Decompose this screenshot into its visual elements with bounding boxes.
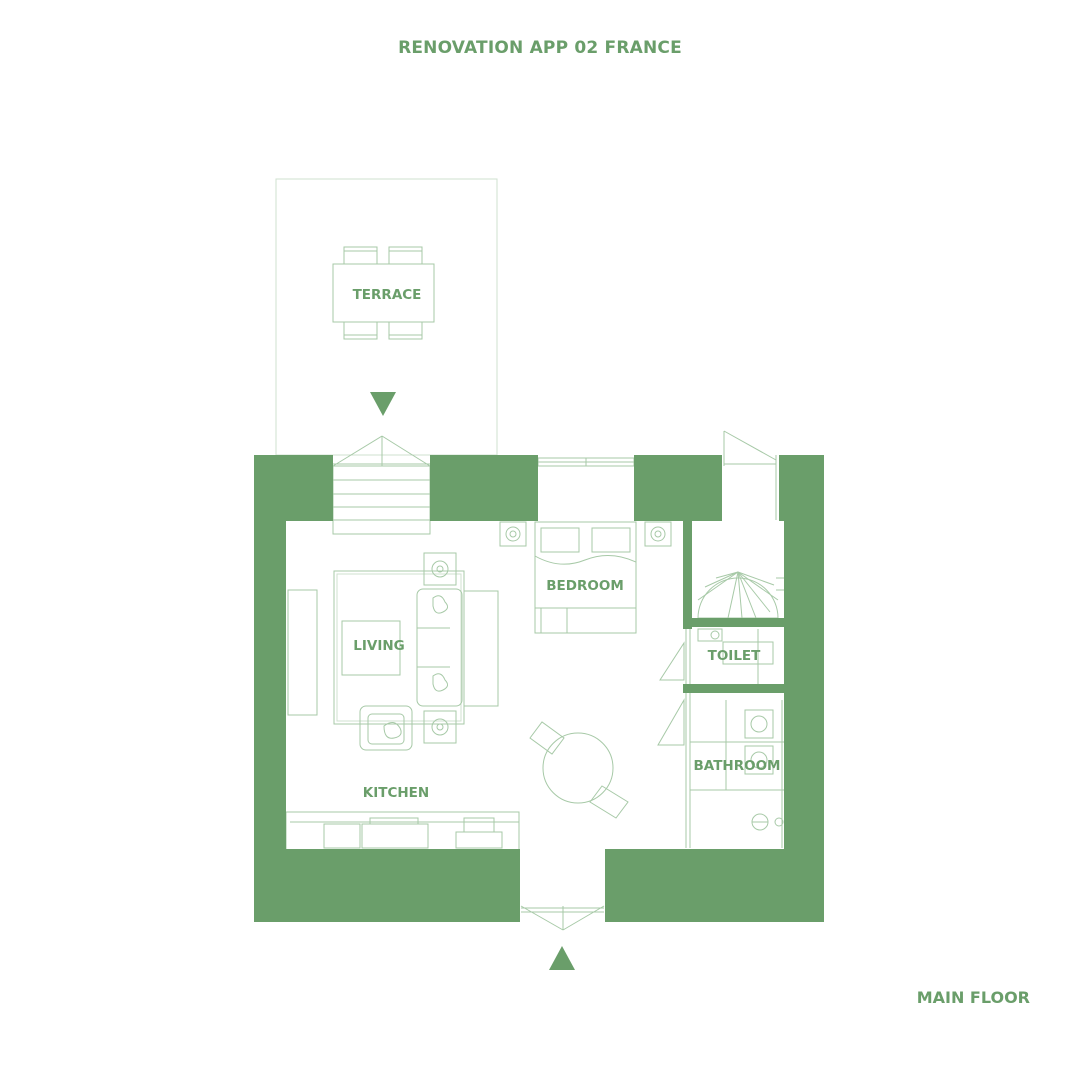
kitchen-counter — [285, 811, 520, 851]
bathroom-fixtures — [657, 693, 784, 848]
living-furniture — [287, 552, 499, 751]
stair-window — [723, 430, 777, 520]
nightstands — [499, 521, 672, 547]
dining-table — [529, 721, 629, 819]
room-label-living: LIVING — [353, 638, 404, 654]
terrace-dining-set — [332, 246, 435, 340]
room-label-kitchen: KITCHEN — [363, 785, 429, 801]
terrace-area — [275, 178, 498, 456]
entrance-door — [520, 905, 605, 931]
room-label-toilet: TOILET — [708, 648, 762, 664]
bedroom-window — [537, 457, 635, 467]
walls — [254, 455, 824, 922]
triangle-down-icon — [370, 392, 396, 416]
entry-steps — [332, 465, 431, 535]
room-label-bathroom: BATHROOM — [694, 758, 781, 774]
toilet-fixtures — [659, 628, 774, 684]
room-label-terrace: TERRACE — [353, 287, 422, 303]
spiral-staircase — [697, 571, 784, 619]
triangle-up-icon — [549, 946, 575, 970]
terrace-door — [332, 435, 431, 467]
floor-label: MAIN FLOOR — [916, 988, 1030, 1007]
room-label-bedroom: BEDROOM — [546, 578, 624, 594]
bed — [534, 521, 637, 634]
page-title: RENOVATION APP 02 FRANCE — [398, 38, 682, 58]
